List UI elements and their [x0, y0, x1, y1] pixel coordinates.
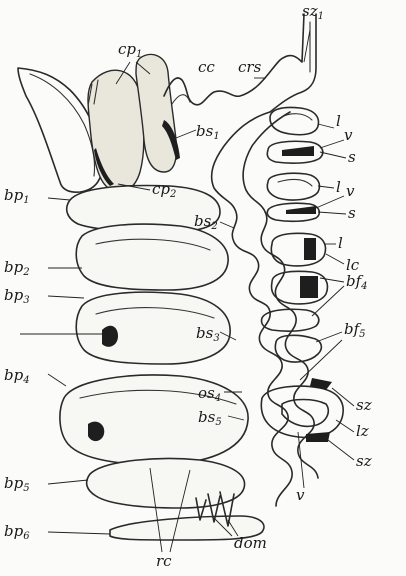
dark-s1: [282, 146, 314, 156]
label-bs3: bs3: [196, 326, 220, 344]
label-bp6: bp6: [4, 524, 30, 542]
loop-sz-lz-inner: [282, 400, 328, 427]
leader-bs1: [176, 130, 196, 138]
label-l-1: l: [336, 114, 341, 129]
leader-l1: [318, 124, 334, 128]
pouch-bp5: [87, 459, 245, 508]
leader-bp1: [48, 198, 70, 200]
loop-l2-inner: [278, 179, 312, 186]
leader-v2: [316, 196, 344, 208]
pouch-bp2: [76, 224, 228, 290]
leader-v1: [320, 140, 344, 148]
label-bp2: bp2: [4, 260, 30, 278]
leader-bf5-a: [316, 332, 342, 342]
loop-bf4-b: [261, 309, 318, 331]
label-crs: crs: [238, 60, 261, 75]
loop-l2: [267, 173, 319, 200]
leader-s2: [318, 212, 346, 214]
dark-s2: [286, 206, 316, 214]
label-bp3: bp3: [4, 288, 30, 306]
label-bp5: bp5: [4, 476, 30, 494]
label-lz: lz: [356, 424, 369, 439]
label-s-2: s: [348, 206, 356, 221]
leader-s1: [320, 152, 346, 158]
label-bf5: bf5: [344, 322, 366, 340]
label-cp1: cp1: [118, 42, 142, 60]
label-sz-b: sz: [356, 454, 372, 469]
leader-bf4-a: [320, 278, 344, 282]
label-sz1: sz1: [302, 4, 324, 22]
label-bs5: bs5: [198, 410, 222, 428]
dark-bf4: [300, 276, 318, 298]
label-os4: os4: [198, 386, 221, 404]
leader-sz-a: [332, 388, 354, 406]
loop-l3: [271, 233, 325, 266]
label-cc: cc: [198, 60, 215, 75]
dark-sz-a: [310, 378, 332, 390]
label-s-1: s: [348, 150, 356, 165]
leader-bp4: [48, 374, 66, 386]
leader-bs2: [220, 222, 234, 228]
label-dom: dom: [234, 536, 267, 551]
label-v-2: v: [346, 184, 354, 199]
leader-bp6: [48, 532, 110, 534]
label-bs2: bs2: [194, 214, 218, 232]
label-rc: rc: [156, 554, 172, 569]
label-bf4: bf4: [346, 274, 368, 292]
leader-sz-b: [328, 440, 354, 460]
leader-bp5: [48, 480, 88, 484]
label-v-1: v: [344, 128, 352, 143]
label-bp1: bp1: [4, 188, 30, 206]
loop-bf5: [275, 335, 321, 362]
label-l-2: l: [336, 180, 341, 195]
loop-sz-lz: [261, 386, 343, 437]
label-lc: lc: [346, 258, 359, 273]
label-bp4: bp4: [4, 368, 30, 386]
label-v-3: v: [296, 488, 304, 503]
dark-l3: [304, 238, 316, 260]
label-sz-a: sz: [356, 398, 372, 413]
label-bs1: bs1: [196, 124, 220, 142]
leader-lz: [336, 420, 354, 432]
leader-lc: [326, 254, 344, 264]
leader-sz1: [304, 30, 310, 62]
loop-bf4-a: [272, 271, 328, 304]
leader-bp3: [48, 296, 84, 298]
label-l-3: l: [338, 236, 343, 251]
leader-l2: [318, 186, 334, 188]
label-cp2: cp2: [152, 182, 176, 200]
